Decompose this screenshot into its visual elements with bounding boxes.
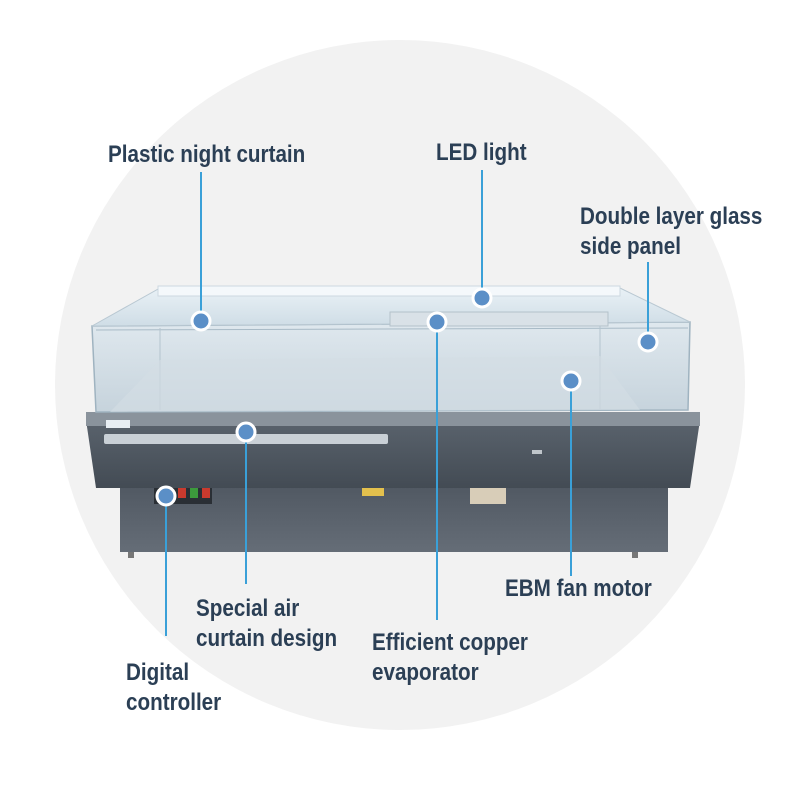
label-double-layer-glass: Double layer glass side panel <box>580 203 763 260</box>
callout-lines <box>165 170 649 636</box>
label-special-air-curtain: Special air curtain design <box>196 595 338 652</box>
cabinet-body <box>86 412 700 488</box>
label-digital-controller: Digital controller <box>126 659 222 716</box>
glass-display <box>91 285 691 413</box>
label-plastic-night-curtain: Plastic night curtain <box>108 141 306 168</box>
label-led-light: LED light <box>436 139 527 166</box>
label-efficient-copper-evaporator: Efficient copper evaporator <box>372 629 528 686</box>
callout-dots <box>155 287 659 507</box>
label-ebm-fan-motor: EBM fan motor <box>505 575 652 602</box>
